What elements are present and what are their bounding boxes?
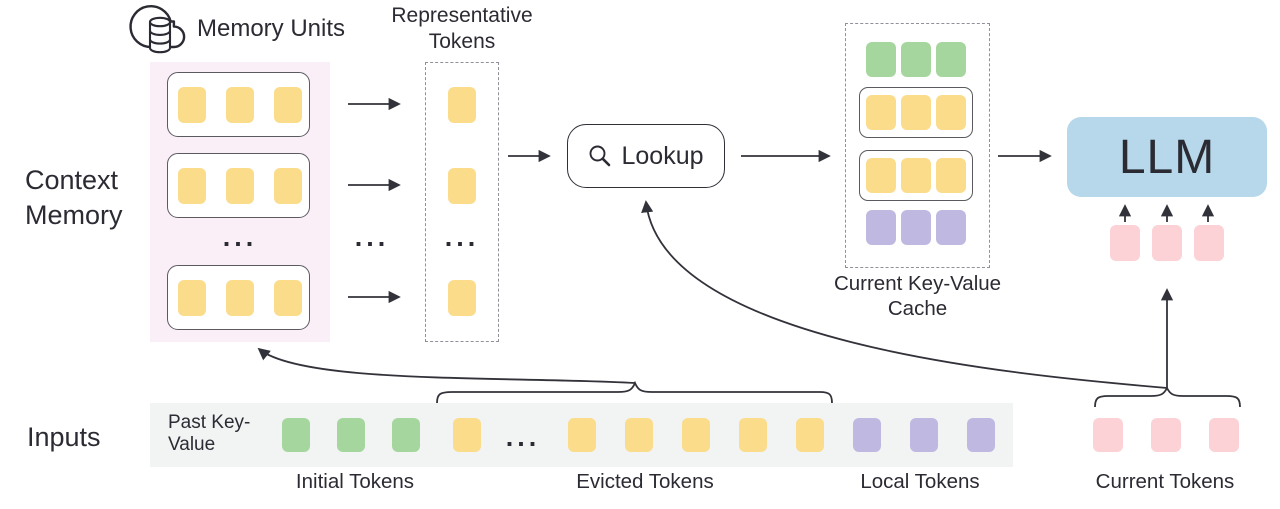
token bbox=[910, 418, 938, 452]
memory-unit bbox=[167, 72, 310, 137]
token bbox=[453, 418, 481, 452]
token bbox=[739, 418, 767, 452]
ellipsis-dots: ... bbox=[444, 222, 480, 252]
token bbox=[178, 279, 206, 316]
token bbox=[853, 418, 881, 452]
evicted-tokens-group bbox=[568, 418, 824, 452]
search-icon bbox=[590, 145, 611, 167]
ellipsis-dots: ... bbox=[505, 422, 541, 452]
token bbox=[936, 42, 966, 77]
representative-token bbox=[448, 280, 476, 316]
token bbox=[178, 167, 206, 204]
representative-token bbox=[448, 87, 476, 123]
token bbox=[866, 42, 896, 77]
lookup-button: Lookup bbox=[567, 124, 725, 188]
token bbox=[178, 86, 206, 123]
local-tokens-caption: Local Tokens bbox=[860, 470, 980, 493]
token bbox=[337, 418, 365, 452]
token bbox=[392, 418, 420, 452]
evicted-tokens-caption: Evicted Tokens bbox=[576, 470, 714, 493]
evicted-tokens-group bbox=[453, 418, 481, 452]
current-kv-cache-label: Current Key-Value Cache bbox=[833, 272, 1002, 320]
token bbox=[901, 158, 931, 193]
token bbox=[936, 95, 966, 130]
current-tokens-brace bbox=[1094, 385, 1241, 408]
token bbox=[901, 210, 931, 245]
current-tokens-caption: Current Tokens bbox=[1095, 470, 1235, 493]
initial-tokens-group bbox=[282, 418, 420, 452]
token bbox=[866, 95, 896, 130]
memory-unit bbox=[167, 265, 310, 330]
token bbox=[901, 95, 931, 130]
cloud-database-icon bbox=[129, 5, 186, 54]
token bbox=[448, 168, 476, 204]
token bbox=[448, 280, 476, 316]
representative-token bbox=[448, 168, 476, 204]
token bbox=[682, 418, 710, 452]
initial-tokens-caption: Initial Tokens bbox=[295, 470, 415, 493]
ellipsis-dots: ... bbox=[222, 222, 258, 252]
token bbox=[1152, 225, 1182, 261]
token bbox=[796, 418, 824, 452]
token bbox=[274, 167, 302, 204]
token bbox=[866, 158, 896, 193]
token bbox=[625, 418, 653, 452]
evicted-tokens-brace bbox=[436, 380, 833, 404]
token bbox=[274, 86, 302, 123]
cache-row-memory-unit bbox=[859, 150, 973, 201]
lookup-label: Lookup bbox=[621, 141, 704, 170]
representative-tokens-title: Representative Tokens bbox=[391, 4, 533, 54]
memory-units-label: Memory Units bbox=[197, 15, 346, 42]
memory-unit bbox=[167, 153, 310, 218]
token bbox=[282, 418, 310, 452]
cache-row-memory-unit bbox=[859, 87, 973, 138]
inputs-label: Inputs bbox=[27, 422, 101, 452]
token bbox=[1151, 418, 1181, 452]
token bbox=[967, 418, 995, 452]
token bbox=[226, 279, 254, 316]
token bbox=[901, 42, 931, 77]
token bbox=[226, 167, 254, 204]
arrow-evicted-to-context-memory bbox=[257, 347, 636, 384]
cache-row-local bbox=[866, 210, 966, 245]
current-tokens-group bbox=[1093, 418, 1239, 452]
cache-row-initial bbox=[866, 42, 966, 77]
token bbox=[1194, 225, 1224, 261]
representative-tokens-box bbox=[425, 62, 499, 342]
token bbox=[1209, 418, 1239, 452]
token bbox=[448, 87, 476, 123]
ellipsis-dots: ... bbox=[354, 222, 390, 252]
token bbox=[1093, 418, 1123, 452]
local-tokens-group bbox=[853, 418, 995, 452]
llm-box: LLM bbox=[1067, 117, 1267, 197]
token bbox=[936, 210, 966, 245]
token bbox=[866, 210, 896, 245]
token bbox=[274, 279, 302, 316]
token bbox=[568, 418, 596, 452]
token bbox=[936, 158, 966, 193]
token bbox=[1110, 225, 1140, 261]
llm-label: LLM bbox=[1118, 130, 1216, 184]
token bbox=[226, 86, 254, 123]
context-memory-label: Context Memory bbox=[25, 165, 123, 231]
llm-input-tokens bbox=[1110, 225, 1224, 261]
past-kv-label: Past Key-Value bbox=[168, 412, 251, 456]
